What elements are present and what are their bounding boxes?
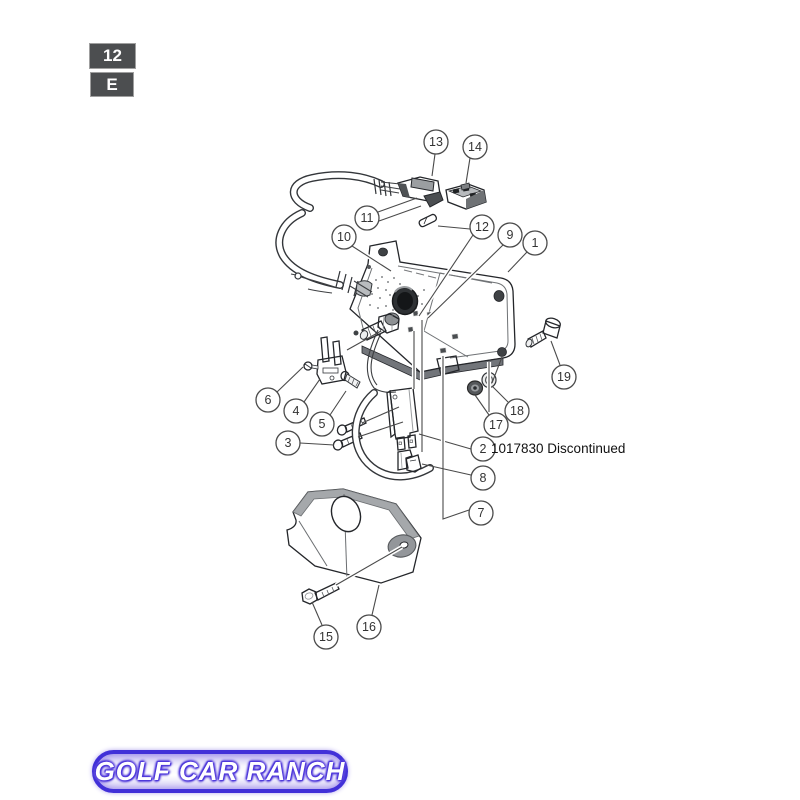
callout-13: 13 [423,129,449,155]
cover-plate [286,488,422,584]
connector-14 [445,182,487,210]
svg-text:6: 6 [265,393,272,407]
leader-line-1 [507,251,528,273]
callout-7: 7 [468,500,494,526]
page-letter: E [106,74,118,94]
callout-16: 16 [356,614,382,640]
assembly-axis-line-4 [361,406,400,424]
screw-5 [340,370,361,389]
svg-text:2: 2 [480,442,487,456]
key-switch-hole [391,286,419,316]
cover-hole [330,495,362,533]
leader-line-15 [311,601,323,626]
leader-line-8 [421,463,472,476]
main-housing [349,240,516,393]
svg-text:7: 7 [478,506,485,520]
callout-2: 2 [470,436,496,462]
callout-11: 11 [354,205,380,231]
brand-logo: GOLF CAR RANCH [92,750,348,793]
callout-3: 3 [275,430,301,456]
callout-1: 1 [522,230,548,256]
mount-hole-bottom-right [497,347,507,357]
clip-7 [397,449,413,471]
screw-6 [303,361,319,371]
callout-14: 14 [462,134,488,160]
page-number: 12 [103,46,122,65]
relay-2 [386,387,419,451]
harness-collar-upper [373,178,392,197]
leader-line-9 [427,244,504,319]
callout-17: 17 [483,412,509,438]
svg-text:15: 15 [319,630,333,644]
leader-line-16 [371,584,380,616]
svg-text:1: 1 [532,236,539,250]
harness-wires [290,181,401,294]
svg-text:13: 13 [429,135,443,149]
leader-line-7 [442,356,470,520]
leader-line-3 [299,442,335,446]
terminal-pin [418,213,438,228]
page-number-box: 12 [89,43,136,69]
callout-19: 19 [551,364,577,390]
svg-text:8: 8 [480,471,487,485]
leader-line-6 [276,366,304,393]
discontinued-note: 1017830 Discontinued [491,441,626,456]
leader-line-10 [351,245,392,272]
callout-8: 8 [470,465,496,491]
bolt-15 [301,582,340,605]
page-letter-box: E [90,72,134,97]
wire-harness [275,171,401,297]
leader-line-14 [465,157,471,184]
leader-line-5 [329,390,347,416]
callout-9: 9 [497,222,523,248]
leader-line-18 [491,385,509,403]
svg-text:12: 12 [475,220,489,234]
svg-text:10: 10 [337,230,351,244]
leader-line-17 [474,394,490,416]
assembly-axis-line-5 [357,421,404,438]
svg-text:17: 17 [489,418,503,432]
svg-text:11: 11 [361,211,374,225]
key-switch-shaft [359,312,400,341]
leader-line-12 [418,234,474,317]
svg-text:3: 3 [285,436,292,450]
clip-8 [405,454,422,473]
assembly-axis-line-7 [346,330,382,351]
assembly-axis-line-6 [335,546,403,586]
callout-4: 4 [283,398,309,424]
callout-10: 10 [331,224,357,250]
leader-line-19 [550,340,561,366]
svg-text:4: 4 [293,404,300,418]
callout-18: 18 [504,398,530,424]
connector-13 [397,176,444,208]
leader-line-11 [378,205,422,222]
housing-hatch [403,269,437,279]
callout-6: 6 [255,387,281,413]
bolt-19 [525,317,561,348]
assembly-axis-line-3 [491,356,503,384]
leader-line-4 [303,378,321,403]
leader-line-11 [377,197,418,213]
leader-line-12 [437,225,471,230]
wire-loop [351,389,434,481]
housing-foot [436,355,460,376]
harness-clamp [355,280,373,297]
mount-hole-top-right [493,290,505,302]
ring-terminal [294,272,302,280]
callout-12: 12 [469,214,495,240]
svg-text:19: 19 [557,370,571,384]
svg-text:18: 18 [510,404,524,418]
svg-text:9: 9 [507,228,514,242]
callout-5: 5 [309,411,335,437]
brand-logo-text: GOLF CAR RANCH [94,756,346,786]
svg-text:16: 16 [362,620,376,634]
svg-text:5: 5 [319,417,326,431]
svg-text:14: 14 [468,140,482,154]
mount-hole-top-left [378,247,388,257]
leader-line-13 [431,153,436,177]
callout-15: 15 [313,624,339,650]
push-nut-17 [466,380,484,396]
